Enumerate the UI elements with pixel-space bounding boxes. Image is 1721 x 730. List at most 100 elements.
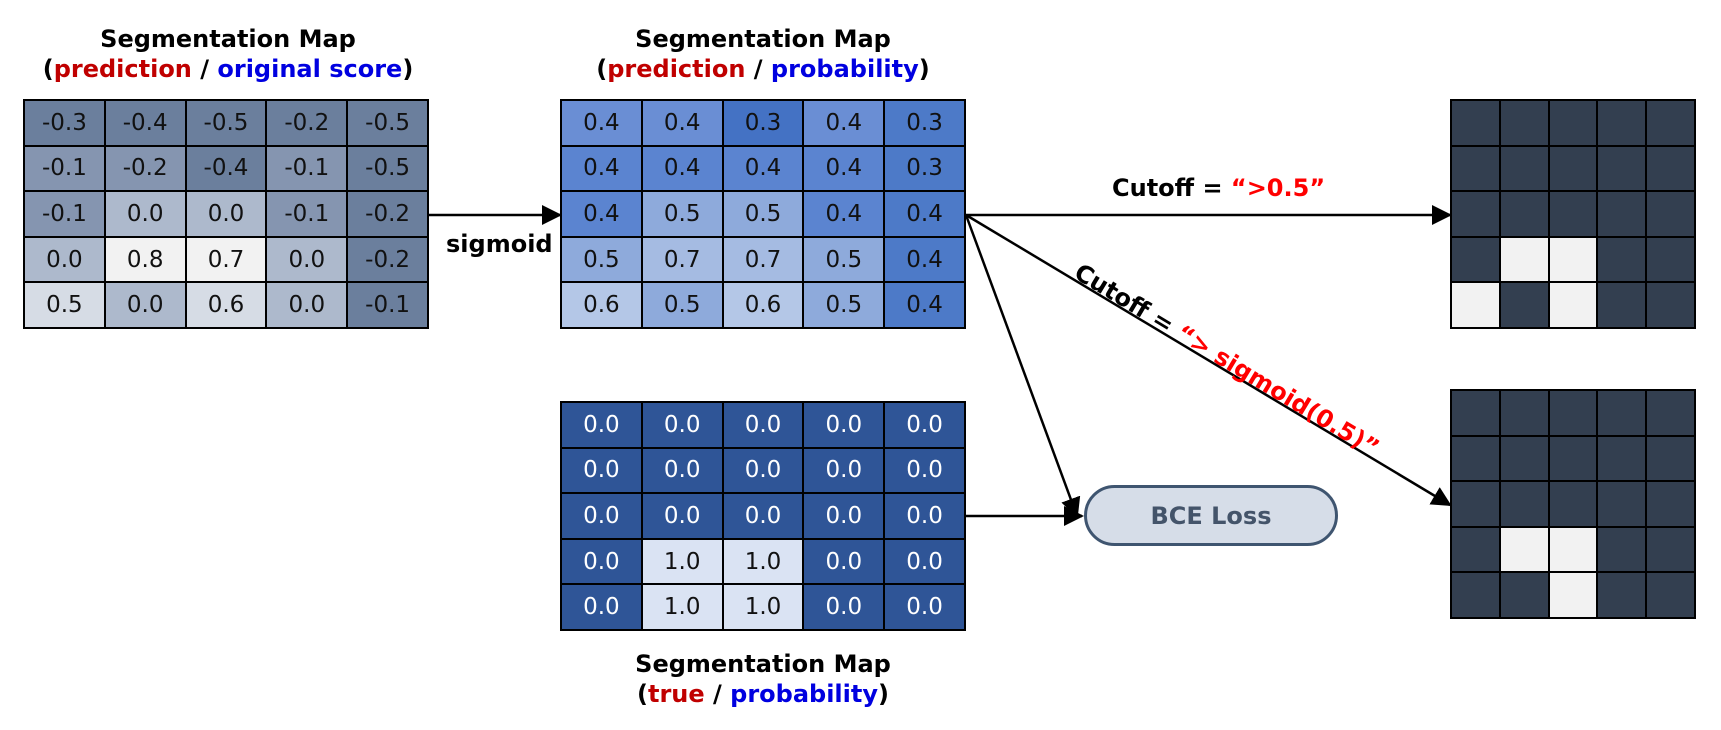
score-cell: -0.5 <box>348 101 427 145</box>
mask-cell <box>1500 101 1548 145</box>
score-cell: -0.5 <box>348 146 427 191</box>
prob-cell: 0.4 <box>885 283 964 327</box>
prob-cell: 0.4 <box>642 101 722 145</box>
prob-map-subheading: (prediction / probability) <box>596 55 930 83</box>
truth-cell: 1.0 <box>642 539 722 584</box>
mask-cell <box>1452 436 1499 481</box>
score-cell: -0.4 <box>105 101 185 145</box>
mask-cell <box>1452 573 1499 617</box>
score-cell: -0.1 <box>25 146 104 191</box>
truth-cell: 0.0 <box>885 448 964 493</box>
mask-cell <box>1598 573 1646 617</box>
mask-cell <box>1452 146 1499 191</box>
bce-loss-node: BCE Loss <box>1084 485 1338 546</box>
score-cell: 0.8 <box>105 237 185 282</box>
score-cell: -0.2 <box>348 192 427 236</box>
score-cell: 0.5 <box>25 283 104 327</box>
score-cell: 0.0 <box>105 283 185 327</box>
mask-cell <box>1500 192 1548 236</box>
mask-cell <box>1500 237 1548 282</box>
mask-cell <box>1500 146 1548 191</box>
prob-cell: 0.6 <box>723 283 803 327</box>
prob-cell: 0.3 <box>885 146 964 191</box>
mask-cell <box>1598 283 1646 327</box>
score-cell: -0.2 <box>348 237 427 282</box>
score-cell: -0.1 <box>267 192 347 236</box>
mask-cell <box>1598 391 1646 435</box>
truth-cell: 0.0 <box>562 403 641 447</box>
score-map-title: Segmentation Map (prediction / original … <box>24 24 432 84</box>
prob-cell: 0.5 <box>723 192 803 236</box>
mask-cell <box>1598 436 1646 481</box>
mask-cell <box>1549 482 1597 526</box>
prob-cell: 0.6 <box>562 283 641 327</box>
true-map-heading: Segmentation Map <box>635 650 891 678</box>
score-cell: -0.2 <box>267 101 347 145</box>
prob-cell: 0.4 <box>723 146 803 191</box>
mask-cell <box>1647 237 1694 282</box>
cutoff-mask-grid-2 <box>1450 389 1696 619</box>
prob-cell: 0.4 <box>562 101 641 145</box>
mask-cell <box>1647 101 1694 145</box>
prob-cell: 0.5 <box>642 192 722 236</box>
score-cell: 0.0 <box>25 237 104 282</box>
prob-cell: 0.4 <box>562 146 641 191</box>
mask-cell <box>1598 527 1646 572</box>
truth-cell: 0.0 <box>562 585 641 629</box>
truth-cell: 0.0 <box>804 585 884 629</box>
mask-cell <box>1549 146 1597 191</box>
truth-cell: 0.0 <box>804 539 884 584</box>
prob-cell: 0.4 <box>885 192 964 236</box>
score-grid: -0.3-0.4-0.5-0.2-0.5-0.1-0.2-0.4-0.1-0.5… <box>23 99 429 329</box>
score-cell: 0.6 <box>186 283 266 327</box>
score-cell: -0.5 <box>186 101 266 145</box>
truth-cell: 0.0 <box>562 539 641 584</box>
bce-loss-label: BCE Loss <box>1150 501 1272 530</box>
prob-to-bce-arrow <box>964 214 1081 518</box>
score-cell: 0.0 <box>105 192 185 236</box>
score-cell: -0.4 <box>186 146 266 191</box>
mask-cell <box>1647 192 1694 236</box>
truth-cell: 0.0 <box>885 539 964 584</box>
truth-cell: 0.0 <box>804 494 884 538</box>
truth-cell: 0.0 <box>723 448 803 493</box>
prob-cell: 0.5 <box>804 283 884 327</box>
mask-cell <box>1452 283 1499 327</box>
mask-cell <box>1452 482 1499 526</box>
truth-cell: 0.0 <box>804 403 884 447</box>
score-cell: -0.1 <box>25 192 104 236</box>
mask-cell <box>1500 283 1548 327</box>
prob-map-heading: Segmentation Map <box>635 25 891 53</box>
mask-cell <box>1647 146 1694 191</box>
score-map-heading: Segmentation Map <box>100 25 356 53</box>
mask-cell <box>1647 436 1694 481</box>
mask-cell <box>1549 192 1597 236</box>
mask-cell <box>1452 192 1499 236</box>
truth-cell: 0.0 <box>723 494 803 538</box>
mask-cell <box>1647 527 1694 572</box>
mask-cell <box>1452 101 1499 145</box>
mask-cell <box>1598 237 1646 282</box>
mask-cell <box>1549 101 1597 145</box>
prob-cell: 0.4 <box>885 237 964 282</box>
score-cell: 0.0 <box>267 237 347 282</box>
mask-cell <box>1500 436 1548 481</box>
cutoff-label-1: Cutoff = “>0.5” <box>1112 174 1325 202</box>
score-cell: -0.3 <box>25 101 104 145</box>
score-cell: -0.1 <box>348 283 427 327</box>
mask-cell <box>1500 527 1548 572</box>
mask-cell <box>1549 283 1597 327</box>
truth-cell: 1.0 <box>642 585 722 629</box>
score-cell: -0.2 <box>105 146 185 191</box>
prob-cell: 0.4 <box>562 192 641 236</box>
prob-map-title: Segmentation Map (prediction / probabili… <box>560 24 966 84</box>
mask-cell <box>1549 527 1597 572</box>
cutoff-mask-grid-1 <box>1450 99 1696 329</box>
cutoff-arrow-2 <box>965 213 1452 507</box>
mask-cell <box>1598 482 1646 526</box>
mask-cell <box>1647 283 1694 327</box>
truth-cell: 0.0 <box>642 403 722 447</box>
